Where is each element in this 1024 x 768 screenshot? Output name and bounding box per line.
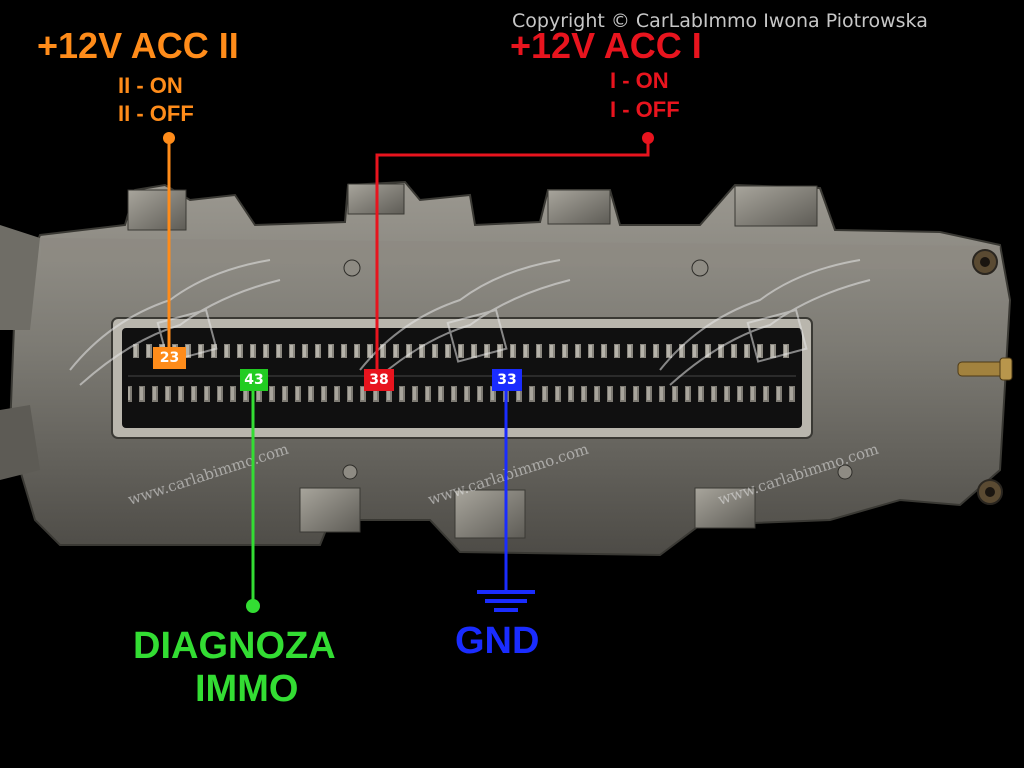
acc1-off-label: I - OFF	[610, 97, 680, 122]
wire-gnd	[477, 390, 535, 612]
acc2-off-label: II - OFF	[118, 101, 194, 126]
acc1-title: +12V ACC I	[510, 25, 702, 66]
connector-pin-dot-icon	[163, 132, 175, 144]
connector-pin-dot-icon	[246, 599, 260, 613]
ground-symbol-icon	[477, 590, 535, 612]
copyright-text: Copyright © CarLabImmo Iwona Piotrowska	[512, 10, 928, 32]
pin-badge-acc1: 38	[364, 369, 394, 391]
pin-badge-gnd: 33	[492, 369, 522, 391]
wire-acc1	[375, 132, 654, 370]
connector-pin-dot-icon	[642, 132, 654, 144]
diag-label-line1: DIAGNOZA	[133, 625, 336, 667]
pin-badge-acc2: 23	[153, 347, 186, 369]
diag-label-line2: IMMO	[195, 668, 299, 710]
acc1-on-label: I - ON	[610, 68, 669, 93]
wire-diag	[246, 390, 260, 613]
ecu-connector	[111, 317, 813, 439]
wire-acc2	[163, 132, 175, 348]
acc2-on-label: II - ON	[118, 73, 183, 98]
acc2-title: +12V ACC II	[37, 25, 239, 66]
gnd-label: GND	[455, 620, 540, 662]
pin-badge-diag: 43	[240, 369, 268, 391]
